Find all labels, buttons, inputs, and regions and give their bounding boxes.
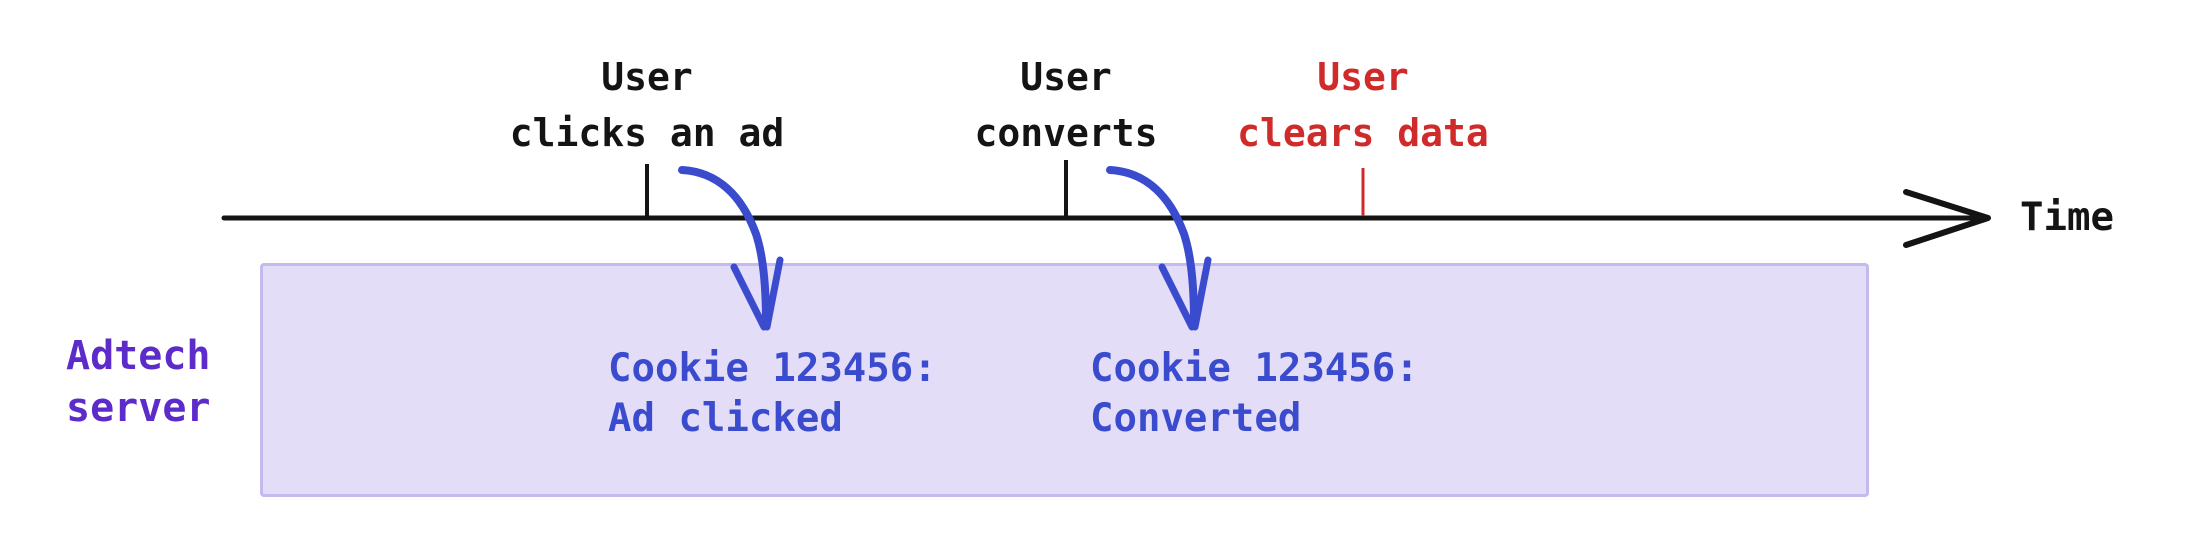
flow-arrow-ad-click-barb-left — [730, 263, 768, 331]
adtech-server-label: Adtech server — [66, 330, 211, 434]
time-axis-arrowhead-icon — [1903, 189, 1991, 248]
flow-arrow-conversion-barb-right — [1191, 256, 1212, 331]
flow-arrow-ad-click — [678, 166, 784, 331]
adtech-server-box — [260, 263, 1869, 497]
adtech-server-label-line1: Adtech — [66, 333, 211, 379]
event-label-conversion-line2: converts — [974, 111, 1158, 155]
flow-arrow-conversion-shaft — [1106, 166, 1198, 326]
event-label-ad-click-line2: clicks an ad — [509, 111, 785, 155]
cookie-record-converted-line2: Converted — [1090, 396, 1302, 441]
cookie-record-converted-line1: Cookie 123456: — [1090, 346, 1419, 391]
flow-arrow-conversion-barb-left — [1158, 263, 1196, 331]
cookie-record-converted: Cookie 123456: Converted — [1090, 344, 1419, 444]
adtech-server-label-line2: server — [66, 385, 211, 431]
cookie-record-ad-clicked-line1: Cookie 123456: — [608, 346, 937, 391]
flow-arrow-conversion — [1106, 166, 1212, 331]
cookie-record-ad-clicked: Cookie 123456: Ad clicked — [608, 344, 937, 444]
event-label-clear-data-line1: User — [1317, 55, 1409, 99]
time-axis-label: Time — [2020, 195, 2114, 240]
event-label-clear-data-line2: clears data — [1237, 111, 1489, 155]
event-label-conversion: User converts — [806, 49, 1326, 161]
event-label-ad-click: User clicks an ad — [387, 49, 907, 161]
cookie-record-ad-clicked-line2: Ad clicked — [608, 396, 843, 441]
flow-arrow-ad-click-shaft — [678, 166, 770, 326]
flow-arrow-ad-click-barb-right — [763, 256, 784, 331]
event-label-clear-data: User clears data — [1103, 49, 1623, 161]
event-label-ad-click-line1: User — [601, 55, 693, 99]
event-label-conversion-line1: User — [1020, 55, 1112, 99]
